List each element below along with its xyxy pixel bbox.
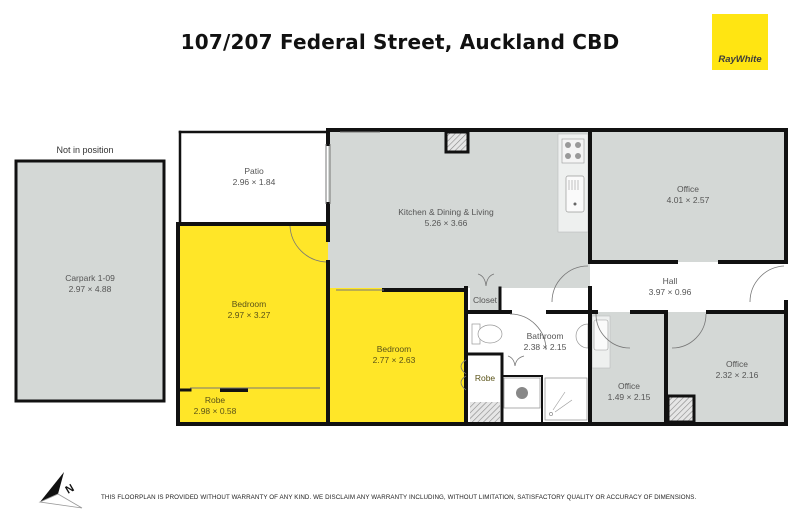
svg-text:2.32 × 2.16: 2.32 × 2.16 bbox=[716, 370, 759, 380]
svg-text:Office: Office bbox=[677, 184, 699, 194]
svg-text:Robe: Robe bbox=[475, 373, 496, 383]
svg-text:Hall: Hall bbox=[663, 276, 678, 286]
disclaimer-text: THIS FLOORPLAN IS PROVIDED WITHOUT WARRA… bbox=[101, 494, 697, 501]
basin bbox=[575, 323, 589, 349]
washing-machine bbox=[503, 377, 541, 409]
door-swings bbox=[289, 225, 785, 391]
svg-text:2.96 × 1.84: 2.96 × 1.84 bbox=[233, 177, 276, 187]
room-office-main bbox=[590, 132, 786, 262]
svg-text:Office: Office bbox=[618, 381, 640, 391]
svg-text:Office: Office bbox=[726, 359, 748, 369]
svg-text:Closet: Closet bbox=[473, 295, 498, 305]
page-title: 107/207 Federal Street, Auckland CBD bbox=[180, 30, 620, 54]
room-kitchen bbox=[328, 132, 590, 288]
north-compass-icon: N bbox=[38, 472, 83, 509]
windows bbox=[190, 131, 384, 389]
room-closet bbox=[470, 288, 500, 310]
svg-text:2.38 × 2.15: 2.38 × 2.15 bbox=[524, 342, 567, 352]
svg-text:4.01 × 2.57: 4.01 × 2.57 bbox=[667, 195, 710, 205]
toilet bbox=[471, 323, 503, 345]
svg-text:Bedroom: Bedroom bbox=[232, 299, 267, 309]
room-bedroom-1 bbox=[180, 224, 328, 390]
shaft-office bbox=[666, 394, 696, 424]
room-carpark bbox=[14, 159, 166, 403]
ray-white-logo: RayWhite bbox=[712, 14, 768, 70]
svg-text:Kitchen & Dining & Living: Kitchen & Dining & Living bbox=[398, 207, 494, 217]
room-bedroom-2 bbox=[328, 288, 466, 422]
svg-text:Patio: Patio bbox=[244, 166, 264, 176]
logo-text: RayWhite bbox=[718, 54, 762, 65]
small-office-counter bbox=[591, 315, 611, 369]
room-robe-1 bbox=[180, 390, 328, 422]
svg-text:N: N bbox=[64, 482, 77, 496]
shaft-bathroom bbox=[470, 402, 500, 422]
kitchen-counter bbox=[557, 133, 589, 233]
svg-text:Bathroom: Bathroom bbox=[527, 331, 564, 341]
carpark-note: Not in position bbox=[56, 145, 114, 155]
room-patio bbox=[180, 132, 328, 224]
svg-text:2.77 × 2.63: 2.77 × 2.63 bbox=[373, 355, 416, 365]
shower bbox=[544, 377, 588, 421]
svg-text:2.98 × 0.58: 2.98 × 0.58 bbox=[194, 406, 237, 416]
svg-text:5.26 × 3.66: 5.26 × 3.66 bbox=[425, 218, 468, 228]
svg-text:2.97 × 4.88: 2.97 × 4.88 bbox=[69, 284, 112, 294]
svg-text:2.97 × 3.27: 2.97 × 3.27 bbox=[228, 310, 271, 320]
room-labels: Carpark 1-09 2.97 × 4.88 Patio 2.96 × 1.… bbox=[65, 166, 758, 416]
svg-text:Bedroom: Bedroom bbox=[377, 344, 412, 354]
shaft-kitchen bbox=[444, 130, 470, 154]
svg-text:Robe: Robe bbox=[205, 395, 226, 405]
walls bbox=[176, 128, 788, 426]
svg-text:1.49 × 2.15: 1.49 × 2.15 bbox=[608, 392, 651, 402]
svg-text:3.97 × 0.96: 3.97 × 0.96 bbox=[649, 287, 692, 297]
svg-text:Carpark 1-09: Carpark 1-09 bbox=[65, 273, 115, 283]
